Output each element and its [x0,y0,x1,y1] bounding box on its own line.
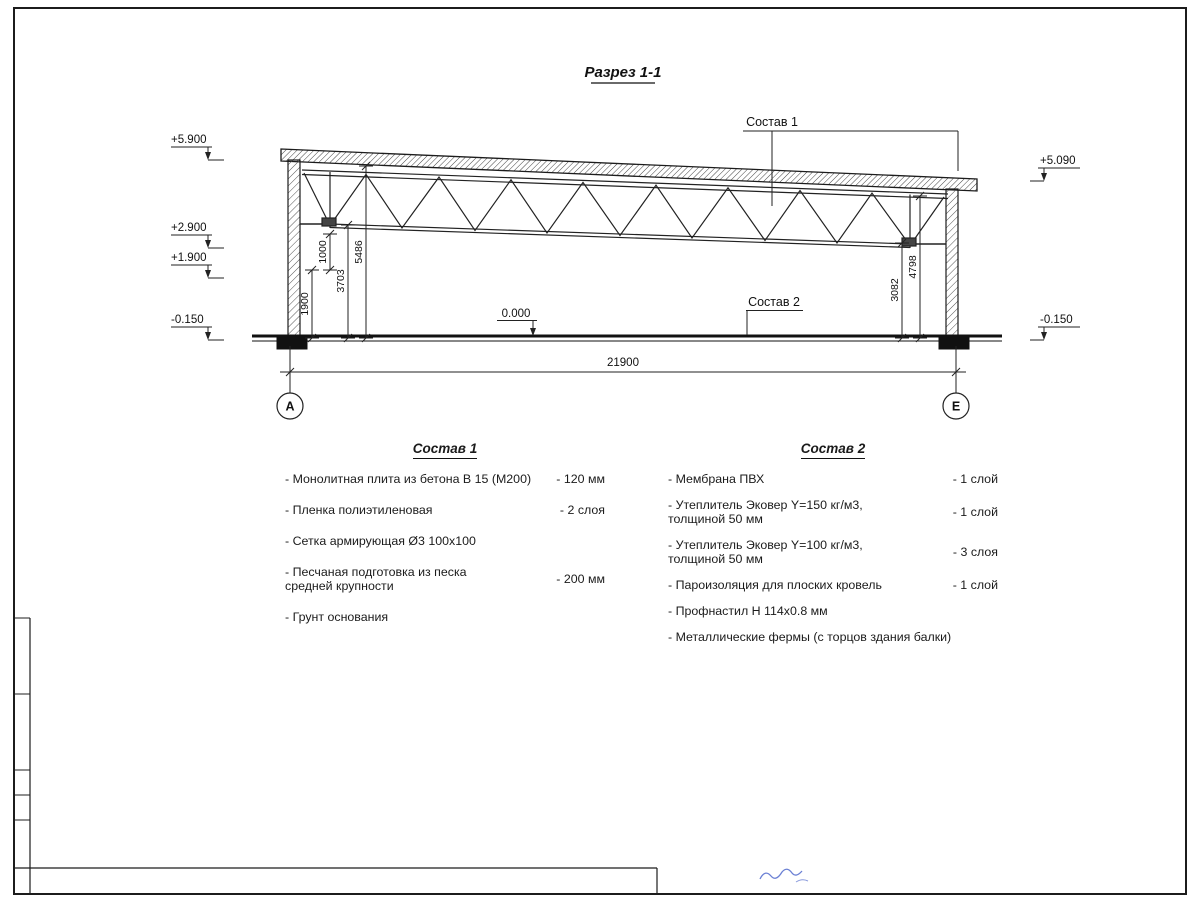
elevation-mark-5900: +5.900 [171,134,224,161]
dim-span-21900: 21900 [280,346,966,380]
list-item: - Пароизоляция для плоских кровель - 1 с… [668,578,998,592]
dim-4798: 4798 [907,191,927,343]
composition-1-list: Состав 1 - Монолитная плита из бетона В … [285,441,605,641]
item-value: - 120 мм [556,472,605,486]
item-text: - Монолитная плита из бетона В 15 (М200) [285,472,532,486]
item-value: - 1 слой [952,472,998,486]
left-foundation [276,335,308,350]
item-text: - Пароизоляция для плоских кровель [668,578,882,592]
list-item: - Утеплитель Эковер Y=100 кг/м3, толщино… [668,538,998,566]
elevation-minus-0150-left-value: -0.150 [171,314,204,326]
item-value: - 2 слоя [559,503,605,517]
right-foundation [938,335,970,350]
list-item: - Металлические фермы (с торцов здания б… [668,630,998,644]
dim-1900: 1900 [299,265,319,343]
elevation-mark-5090: +5.090 [1030,155,1080,182]
list-item: - Утеплитель Эковер Y=150 кг/м3, толщино… [668,498,998,526]
item-text: - Пленка полиэтиленовая [285,503,433,517]
list-item: - Песчаная подготовка из песка средней к… [285,565,605,593]
axis-a-label: А [285,400,294,414]
elevation-mark-zero: 0.000 [497,308,537,336]
item-value: - 1 слой [952,505,998,519]
composition-1-heading: Состав 1 [285,441,605,459]
item-value: - 1 слой [952,578,998,592]
item-text: - Утеплитель Эковер Y=150 кг/м3, толщино… [668,498,863,526]
elevation-1900-value: +1.900 [171,252,207,264]
elevation-mark-1900: +1.900 [171,252,224,279]
roof-truss [300,169,949,249]
elevation-2900-value: +2.900 [171,222,207,234]
composition-2-heading: Состав 2 [668,441,998,459]
signature-scribble [759,868,809,883]
elevation-minus-0150-right-value: -0.150 [1040,314,1073,326]
roof-slab [280,148,978,192]
item-text: - Профнастил Н 114х0.8 мм [668,604,828,618]
dim-4798-value: 4798 [907,255,919,279]
item-text: - Песчаная подготовка из песка средней к… [285,565,467,593]
floor-slab [252,334,1002,350]
drawing-title: Разрез 1-1 [584,64,662,84]
dim-1000-value: 1000 [317,240,329,264]
drawing-title-text: Разрез 1-1 [584,64,661,81]
dim-3082-value: 3082 [889,278,901,302]
dim-3703-value: 3703 [335,269,347,293]
list-item: - Грунт основания [285,610,605,624]
item-text: - Утеплитель Эковер Y=100 кг/м3, толщино… [668,538,863,566]
right-wall [945,188,959,339]
axis-e: Е [942,380,970,420]
item-text: - Металлические фермы (с торцов здания б… [668,630,952,644]
dim-3703: 3703 [335,220,355,343]
callout-sostav-1-label: Состав 1 [746,115,798,129]
list-item: - Пленка полиэтиленовая - 2 слоя [285,503,605,517]
dim-1000: 1000 [317,229,337,275]
callout-sostav-1: Состав 1 [743,115,959,206]
callout-sostav-2-label: Состав 2 [748,295,800,309]
callout-sostav-2: Состав 2 [746,295,803,335]
item-text: - Мембрана ПВХ [668,472,765,486]
composition-2-heading-text: Состав 2 [800,441,866,459]
item-text: - Грунт основания [285,610,389,624]
sheet-frame [13,7,1187,895]
elevation-mark-2900: +2.900 [171,222,224,249]
elevation-mark-minus-0150-left: -0.150 [171,314,224,341]
list-item: - Профнастил Н 114х0.8 мм [668,604,998,618]
dim-1900-value: 1900 [299,292,311,316]
elevation-5090-value: +5.090 [1040,155,1076,167]
elevation-zero-value: 0.000 [502,308,531,320]
item-value: - 200 мм [556,572,605,586]
list-item: - Мембрана ПВХ - 1 слой [668,472,998,486]
elevation-mark-minus-0150-right: -0.150 [1030,314,1080,341]
composition-1-heading-text: Состав 1 [412,441,478,459]
dim-5486: 5486 [353,161,373,343]
list-item: - Монолитная плита из бетона В 15 (М200)… [285,472,605,486]
elevation-5900-value: +5.900 [171,134,207,146]
list-item: - Сетка армирующая Ø3 100х100 [285,534,605,548]
composition-2-list: Состав 2 - Мембрана ПВХ - 1 слой - Утепл… [668,441,998,656]
dim-5486-value: 5486 [353,240,365,264]
axis-e-label: Е [952,400,960,414]
dim-3082: 3082 [889,238,909,343]
item-value: - 3 слоя [952,545,998,559]
axis-a: А [276,380,304,420]
dim-span-value: 21900 [607,357,639,369]
item-text: - Сетка армирующая Ø3 100х100 [285,534,476,548]
